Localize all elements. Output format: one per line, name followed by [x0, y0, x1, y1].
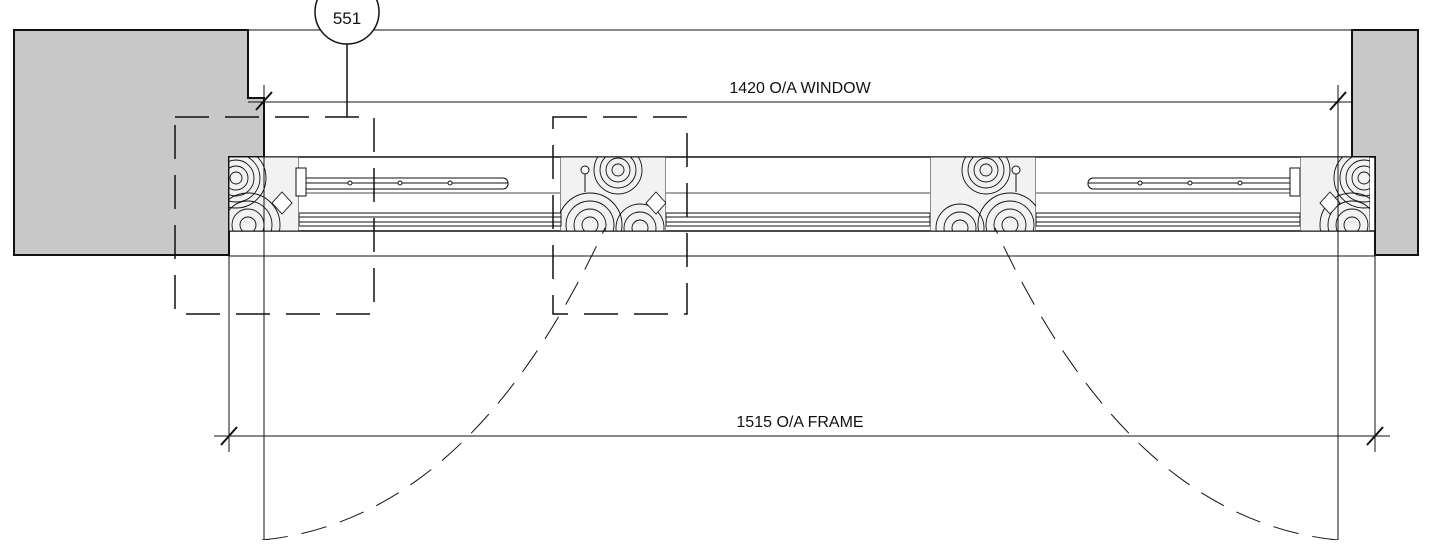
casement-stay-right: [1087, 167, 1301, 197]
timber-section-mullion-left: [560, 157, 666, 231]
frame-dimension-label: 1515 O/A FRAME: [736, 414, 863, 431]
tick-mark: [220, 426, 238, 446]
dimension-frame: 1515 O/A FRAME: [214, 256, 1390, 452]
window-frame: [228, 156, 1376, 257]
glazing-pane-right: [1035, 212, 1301, 227]
casement-stay-left: [295, 167, 509, 197]
callout-number: 551: [333, 9, 361, 28]
tick-mark: [1329, 91, 1347, 111]
detail-callout-boxes: [174, 116, 688, 315]
window-dimension-label: 1420 O/A WINDOW: [729, 80, 871, 97]
glazing-pane-centre: [665, 212, 931, 227]
timber-section-mullion-right: [930, 157, 1036, 231]
glazing-pane-left: [298, 212, 562, 227]
handle-fastener-right: [1011, 165, 1021, 192]
handle-fastener-left: [580, 165, 590, 192]
wall-left: [13, 29, 265, 256]
detail-callout-balloon: 551: [314, 0, 380, 117]
tick-mark: [1366, 426, 1384, 446]
dimension-window: 1420 O/A WINDOW: [248, 80, 1352, 540]
tick-mark: [255, 91, 273, 111]
sash-swing-arcs: [261, 227, 1339, 541]
timber-section-right-jamb: [1300, 157, 1370, 231]
